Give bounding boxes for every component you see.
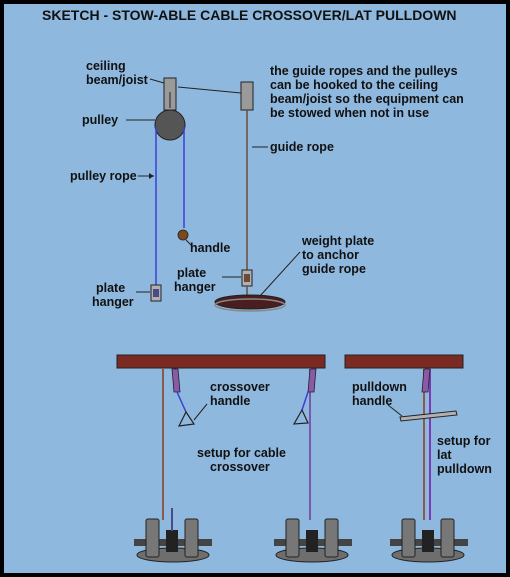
label-plate-hanger-left-1: plate — [96, 281, 125, 295]
note-line-3: beam/joist so the equipment can — [270, 92, 464, 106]
note-line-4: be stowed when not in use — [270, 106, 429, 120]
plate-hanger-middle-clip — [244, 274, 250, 282]
label-ceiling-2: beam/joist — [86, 73, 149, 87]
weight-plate-pointer — [259, 251, 301, 297]
ceiling-beam-pulldown — [344, 354, 464, 369]
plate-hanger-left-clip — [153, 289, 159, 297]
handle-pointer — [185, 239, 193, 247]
handle-ball — [177, 229, 189, 241]
crossover-right-plate-b — [324, 518, 339, 558]
label-setup-pulldown-3: pulldown — [437, 462, 492, 476]
pulldown-plate-b — [440, 518, 455, 558]
crossover-right-plate-a — [285, 518, 300, 558]
crossover-left-cable — [176, 391, 187, 413]
note-line-1: the guide ropes and the pulleys — [270, 64, 458, 78]
label-pulldown-handle-2: handle — [352, 394, 392, 408]
label-handle: handle — [190, 241, 230, 255]
label-setup-crossover-1: setup for cable — [197, 446, 286, 460]
ceiling-beam-crossover — [116, 354, 326, 369]
label-pulley: pulley — [82, 113, 118, 127]
crossover-right-cable — [301, 391, 309, 411]
pulley-rope-arrow — [149, 173, 154, 179]
label-setup-crossover-2: crossover — [210, 460, 270, 474]
label-pulley-rope: pulley rope — [70, 169, 137, 183]
ceiling-pointer-left — [149, 78, 165, 84]
label-setup-pulldown-2: lat — [437, 448, 452, 462]
crossover-left-pulley — [171, 368, 181, 393]
note-line-2: can be hooked to the ceiling — [270, 78, 438, 92]
pulldown-handle-pointer — [387, 404, 403, 417]
label-crossover-handle-1: crossover — [210, 380, 270, 394]
diagram-background — [4, 4, 506, 573]
pulldown-handle-bar — [399, 410, 458, 422]
pulldown-collar — [422, 530, 434, 552]
label-weight-plate-1: weight plate — [301, 234, 374, 248]
label-weight-plate-3: guide rope — [302, 262, 366, 276]
ceiling-pointer-right — [177, 86, 242, 94]
crossover-left-handle — [177, 410, 196, 427]
label-plate-hanger-mid-2: hanger — [174, 280, 216, 294]
crossover-left-collar — [166, 530, 178, 552]
label-weight-plate-2: to anchor — [302, 248, 359, 262]
pulley-wheel — [154, 109, 186, 141]
weight-plate — [214, 294, 286, 310]
crossover-left-plate-b — [184, 518, 199, 558]
ceiling-bracket-right — [240, 81, 254, 111]
label-plate-hanger-mid-1: plate — [177, 266, 206, 280]
crossover-right-collar — [306, 530, 318, 552]
label-crossover-handle-2: handle — [210, 394, 250, 408]
diagram-title: SKETCH - STOW-ABLE CABLE CROSSOVER/LAT P… — [42, 7, 457, 23]
crossover-left-plate-a — [145, 518, 160, 558]
crossover-right-handle — [292, 408, 309, 425]
label-ceiling-1: ceiling — [86, 59, 126, 73]
label-plate-hanger-left-2: hanger — [92, 295, 134, 309]
crossover-handle-pointer — [193, 403, 208, 421]
label-pulldown-handle-1: pulldown — [352, 380, 407, 394]
label-guide-rope: guide rope — [270, 140, 334, 154]
crossover-right-pulley — [307, 368, 317, 393]
pulldown-plate-a — [401, 518, 416, 558]
weight-plate-rim — [214, 298, 286, 312]
pulldown-pulley — [421, 368, 431, 393]
label-setup-pulldown-1: setup for — [437, 434, 491, 448]
